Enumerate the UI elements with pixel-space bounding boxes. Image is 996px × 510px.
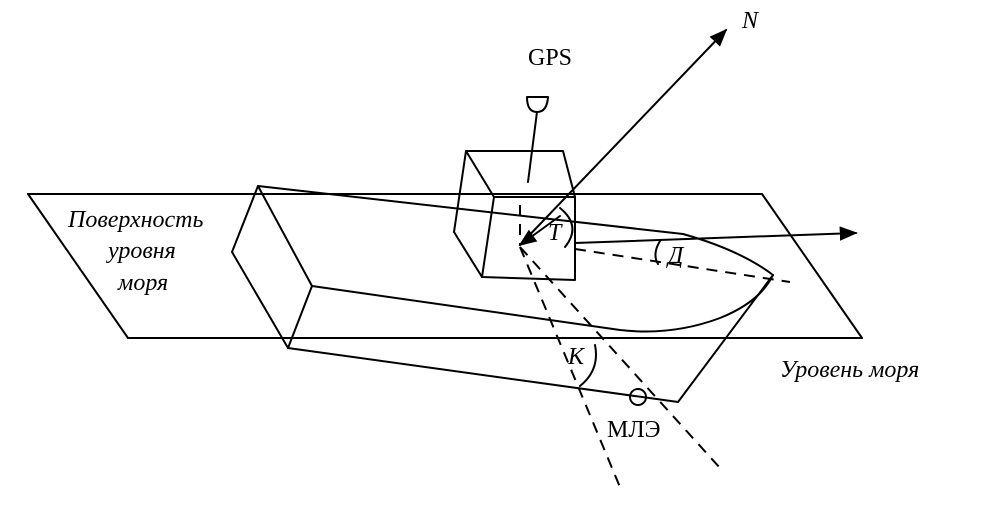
vertical-reference-dashed-line <box>519 246 721 469</box>
gps-antenna <box>526 96 549 183</box>
hull-bow-edge <box>677 274 774 403</box>
hull-top-edge <box>257 185 774 276</box>
mle-circle <box>629 388 647 406</box>
angle-t-label: Т <box>548 220 563 246</box>
mle-dashed-line <box>519 246 623 493</box>
centerline-dashed <box>574 248 791 283</box>
box-front-face <box>481 196 576 281</box>
mle-label: МЛЭ <box>607 417 660 443</box>
box-left-edge <box>453 150 467 233</box>
heading-arrow <box>574 226 858 244</box>
reference-arrow <box>518 215 561 247</box>
gps-antenna-icon <box>526 96 549 113</box>
angle-t-arc <box>559 207 574 248</box>
gps-label: GPS <box>528 45 572 71</box>
angle-d-arc <box>654 240 661 265</box>
box-bottom-left-edge <box>453 231 483 278</box>
north-arrow <box>519 28 728 246</box>
sea-surface-label-line2: уровня <box>106 238 176 264</box>
sea-surface-label-line1: Поверхность <box>67 207 203 233</box>
sea-surface-label-line3: моря <box>117 270 168 296</box>
antenna-box <box>453 150 576 281</box>
hull-stern-face <box>231 185 313 349</box>
angle-d-label: Д <box>666 243 685 269</box>
sea-level-label: Уровень моря <box>780 357 919 383</box>
gps-antenna-mast <box>527 111 538 183</box>
sea-level-plane <box>27 193 863 339</box>
hull-bottom-edge <box>287 347 679 403</box>
angle-k-label: К <box>567 344 586 370</box>
north-label: N <box>741 8 760 34</box>
box-top-face <box>465 150 576 198</box>
ship-hull <box>231 185 774 403</box>
angle-k-arc <box>579 344 597 387</box>
